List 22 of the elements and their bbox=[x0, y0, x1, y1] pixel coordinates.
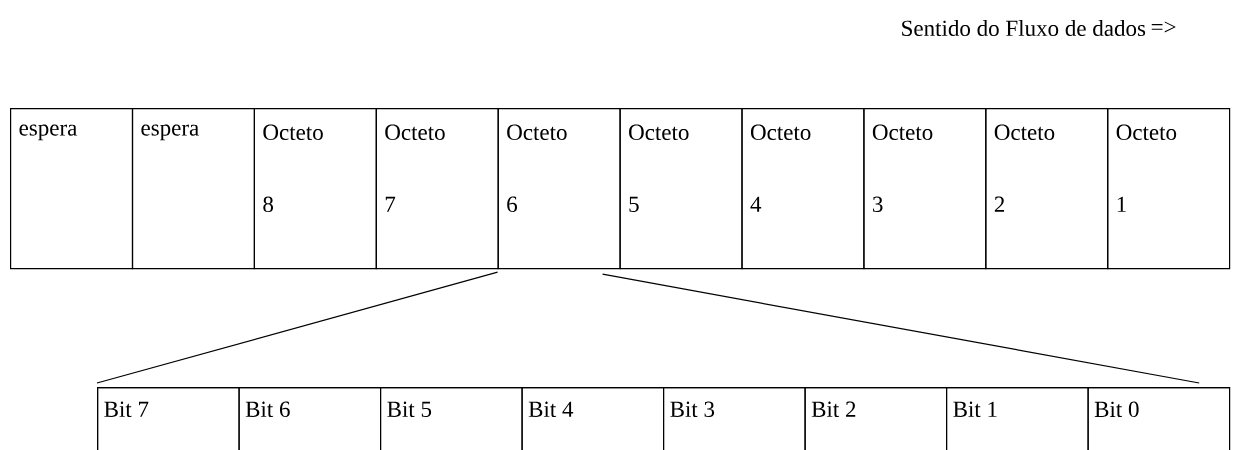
cell: Bit 3 bbox=[663, 387, 806, 450]
caption-text: Sentido do Fluxo de dados bbox=[902, 19, 1146, 37]
cell: Octeto 4 bbox=[741, 108, 865, 270]
cell: Octeto 6 bbox=[497, 108, 621, 270]
cell: espera bbox=[10, 108, 134, 270]
cell: Bit 1 bbox=[946, 387, 1089, 450]
expansion-line bbox=[96, 271, 499, 384]
cell: Octeto 8 bbox=[253, 108, 377, 270]
cell: Bit 0 bbox=[1087, 387, 1231, 450]
expansion-line bbox=[602, 273, 1200, 384]
caption-text: => bbox=[1151, 21, 1176, 33]
cell: Octeto 7 bbox=[375, 108, 499, 270]
cell: Bit 4 bbox=[521, 387, 665, 450]
cell: Octeto 5 bbox=[619, 108, 743, 270]
cell: Octeto 1 bbox=[1107, 108, 1231, 270]
cell: Bit 2 bbox=[804, 387, 948, 450]
cell: Bit 5 bbox=[380, 387, 523, 450]
cell: Bit 7 bbox=[97, 387, 240, 450]
cell: espera bbox=[131, 108, 255, 270]
cell: Octeto 3 bbox=[863, 108, 987, 270]
cell: Bit 6 bbox=[238, 387, 382, 450]
cell: Octeto 2 bbox=[985, 108, 1109, 270]
